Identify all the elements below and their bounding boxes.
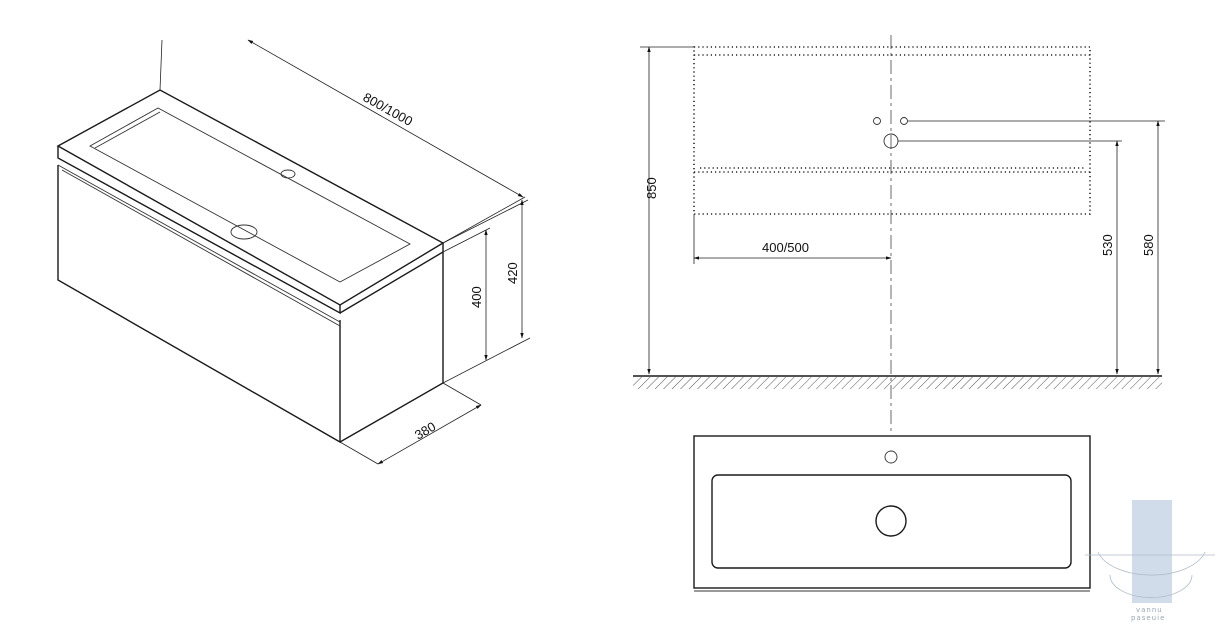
water-supply-left — [873, 117, 881, 125]
cabinet-outline — [693, 46, 1091, 215]
front-elevation: 850 400/500 530 580 — [633, 35, 1165, 432]
watermark-text-2: paseuie — [1131, 614, 1165, 622]
watermark-logo: vannu paseuie — [1085, 500, 1215, 622]
supply-height-label: 580 — [1141, 234, 1156, 256]
floor-hatch — [633, 377, 1162, 389]
countertop-front-edge — [57, 146, 341, 315]
countertop-side-edge — [339, 243, 444, 314]
depth-label: 380 — [412, 419, 438, 443]
cabinet-height-label: 400 — [469, 286, 484, 308]
water-supply-right — [900, 117, 908, 125]
drain-hole — [230, 224, 258, 240]
total-height-label: 420 — [505, 262, 520, 284]
top-drain-hole — [875, 505, 907, 537]
overall-height-label: 850 — [644, 177, 659, 199]
drawer-handle-rail — [57, 164, 341, 327]
tap-hole — [280, 169, 296, 179]
top-tap-hole — [884, 450, 898, 464]
top-view — [693, 435, 1091, 592]
basin-opening — [89, 107, 411, 283]
drain-offset-label: 400/500 — [762, 240, 809, 255]
isometric-view: 800/1000 420 400 380 — [56, 39, 531, 465]
basin-outline — [693, 435, 1091, 589]
cabinet-front — [57, 165, 341, 444]
cabinet-side — [339, 252, 444, 443]
watermark-text-1: vannu — [1136, 606, 1163, 614]
basin-bowl — [711, 474, 1072, 569]
waste-height-label: 530 — [1100, 234, 1115, 256]
